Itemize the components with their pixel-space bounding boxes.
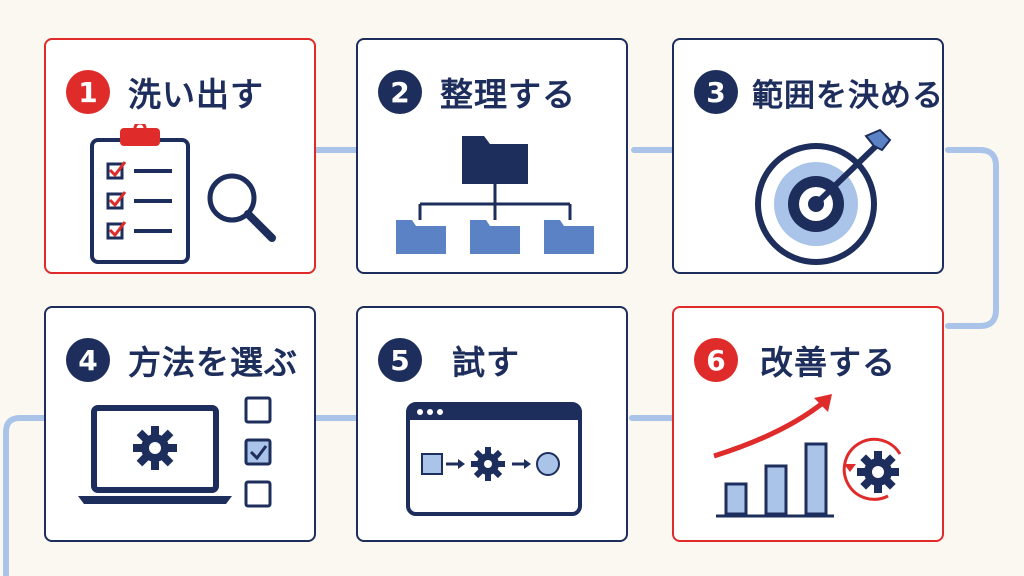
step-number-badge: 4 bbox=[66, 338, 110, 382]
step-number-badge: 6 bbox=[694, 338, 738, 382]
process-window-icon bbox=[406, 402, 582, 516]
step-card-1: 1 洗い出す bbox=[44, 38, 316, 274]
step-number-badge: 3 bbox=[694, 70, 738, 114]
target-arrow-icon bbox=[755, 128, 892, 265]
checklist-magnifier-icon bbox=[90, 124, 276, 264]
step-title: 方法を選ぶ bbox=[128, 343, 298, 382]
step-number-badge: 2 bbox=[378, 70, 422, 114]
step-card-3: 3 範囲を決める bbox=[672, 38, 944, 274]
step-title: 範囲を決める bbox=[752, 77, 944, 114]
improvement-chart-icon bbox=[713, 394, 902, 518]
step-title: 洗い出す bbox=[128, 75, 264, 114]
step-title: 試す bbox=[452, 343, 520, 382]
folder-tree-icon bbox=[396, 136, 594, 254]
step-title: 整理する bbox=[440, 75, 576, 114]
step-card-5: 5 試す bbox=[356, 306, 628, 542]
step-card-2: 2 整理する bbox=[356, 38, 628, 274]
step-number-badge: 1 bbox=[66, 70, 110, 114]
step-card-6: 6 改善する bbox=[672, 306, 944, 542]
laptop-checkbox-icon bbox=[78, 396, 272, 508]
step-card-4: 4 方法を選ぶ bbox=[44, 306, 316, 542]
step-title: 改善する bbox=[760, 343, 896, 382]
step-number-badge: 5 bbox=[378, 338, 422, 382]
